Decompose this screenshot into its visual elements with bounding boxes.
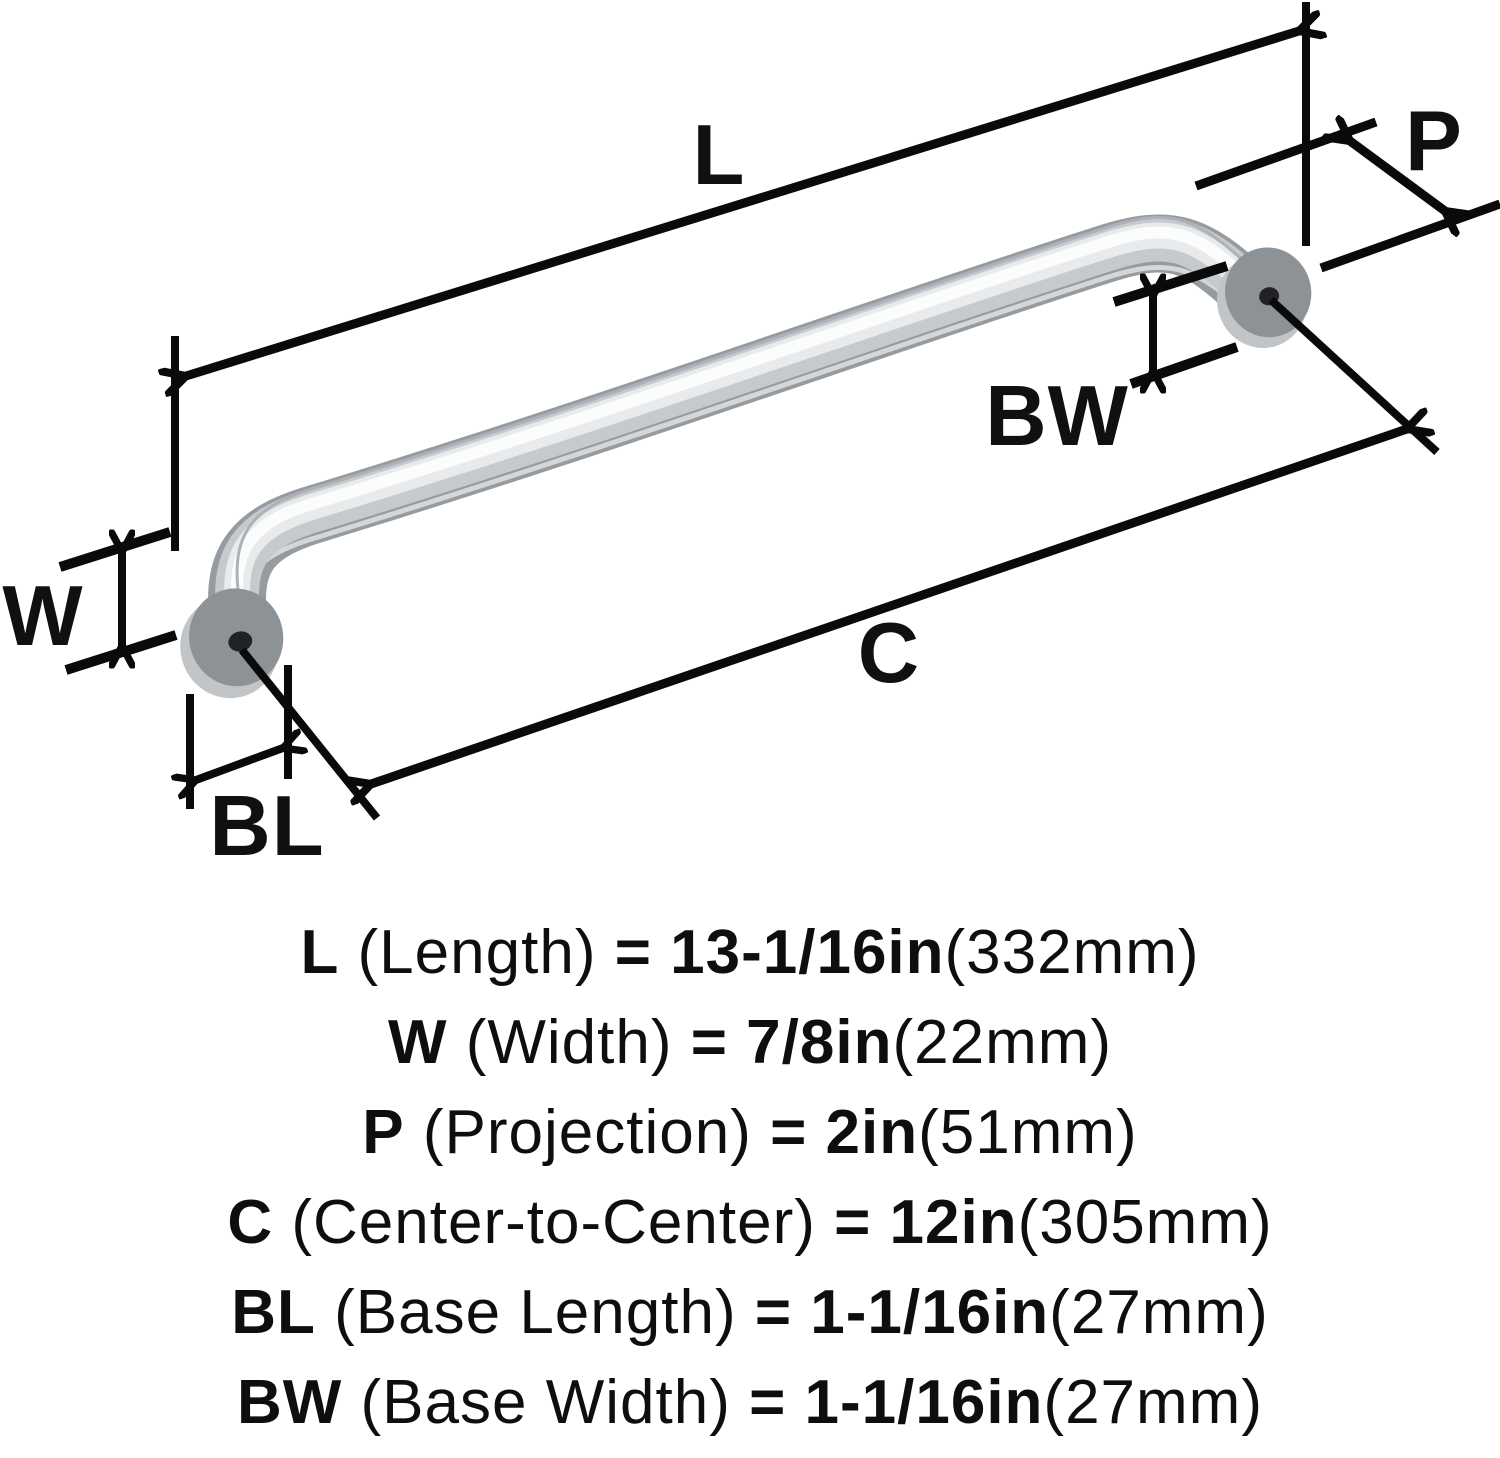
spec-symbol: BL [231, 1278, 316, 1347]
spec-symbol: C [227, 1188, 274, 1257]
spec-metric: (51mm) [918, 1098, 1138, 1167]
spec-value: 1-1/16in [810, 1278, 1050, 1347]
bl-dimension [190, 665, 288, 809]
spec-name: (Projection) [404, 1098, 771, 1167]
spec-line-length: L (Length) = 13-1/16in(332mm) [0, 908, 1500, 998]
left-screw-hole [228, 631, 253, 652]
spec-line-center-to-center: C (Center-to-Center) = 12in(305mm) [0, 1178, 1500, 1268]
spec-equals: = [749, 1368, 805, 1437]
spec-symbol: L [300, 918, 340, 987]
spec-line-projection: P (Projection) = 2in(51mm) [0, 1088, 1500, 1178]
label-center-to-center: C [857, 606, 921, 701]
label-width: W [2, 569, 84, 664]
p-dimension [1194, 122, 1500, 273]
c-dimension [238, 297, 1440, 821]
spec-metric: (332mm) [944, 918, 1200, 987]
spec-value: 1-1/16in [804, 1368, 1044, 1437]
spec-line-base-width: BW (Base Width) = 1-1/16in(27mm) [0, 1358, 1500, 1448]
spec-name: (Length) [339, 918, 615, 987]
spec-equals: = [834, 1188, 890, 1257]
label-base-width: BW [985, 369, 1129, 464]
w-dimension [58, 527, 178, 675]
spec-value: 13-1/16in [670, 918, 945, 987]
spec-metric: (22mm) [892, 1008, 1113, 1077]
label-base-length: BL [209, 779, 325, 874]
spec-name: (Base Length) [315, 1278, 755, 1347]
spec-metric: (27mm) [1049, 1278, 1269, 1347]
spec-name: (Width) [447, 1008, 691, 1077]
left-base-flange [180, 588, 284, 699]
spec-equals: = [754, 1278, 811, 1347]
spec-value: 12in [889, 1188, 1018, 1257]
spec-symbol: W [387, 1008, 448, 1077]
spec-equals: = [690, 1008, 747, 1077]
spec-metric: (305mm) [1017, 1188, 1273, 1257]
label-length: L [692, 108, 746, 203]
spec-list: L (Length) = 13-1/16in(332mm) W (Width) … [0, 908, 1500, 1448]
spec-name: (Center-to-Center) [273, 1188, 835, 1257]
spec-equals: = [770, 1098, 826, 1167]
l-dimension [175, 2, 1306, 551]
bw-dimension [1112, 261, 1239, 384]
label-projection: P [1405, 94, 1463, 189]
spec-symbol: P [362, 1098, 405, 1167]
spec-metric: (27mm) [1043, 1368, 1263, 1437]
spec-equals: = [614, 918, 671, 987]
spec-name: (Base Width) [342, 1368, 750, 1437]
spec-value: 2in [825, 1098, 919, 1167]
spec-line-width: W (Width) = 7/8in(22mm) [0, 998, 1500, 1088]
spec-value: 7/8in [746, 1008, 893, 1077]
spec-symbol: BW [237, 1368, 343, 1437]
spec-line-base-length: BL (Base Length) = 1-1/16in(27mm) [0, 1268, 1500, 1358]
